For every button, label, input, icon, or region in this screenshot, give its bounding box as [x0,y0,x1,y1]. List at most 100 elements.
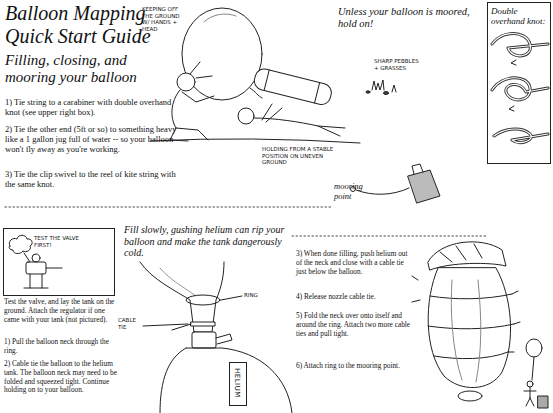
part-label: RING [244,292,274,299]
kneeling-person [182,92,214,102]
cable-tie [191,322,215,326]
hand [428,242,506,270]
step-text: 2) Cable tie the balloon to the helium t… [4,360,122,395]
tank-sketch [252,67,333,106]
knot-arrow [511,60,516,65]
moored-balloon-mini [526,339,542,357]
neck-bundle [428,294,514,359]
helium-tank [192,332,216,348]
mooring-jug [356,188,409,194]
knot-arrow [509,60,516,111]
step-text: 2) Tie the other end (5ft or so) to some… [5,124,185,155]
tank-sketch [264,70,320,103]
lying-person [238,108,254,124]
helium-tank [216,334,232,344]
hand [428,242,506,270]
knot-rope-core [492,34,548,143]
bundle-ring [458,391,482,401]
valve-sketch [32,254,40,262]
part-label: mooring point [334,182,374,202]
knot-rope [494,129,548,142]
hand [440,244,482,262]
balloon-neck [160,268,196,296]
cut-ties [412,276,420,302]
valve-cloud [9,235,32,253]
step-text: 6) Attach ring to the mooring point. [296,362,414,371]
step-text: 5) Fold the neck over onto itself and ar… [296,312,414,338]
ground-line [150,139,360,143]
inset-box: Double overhand knot: [487,2,551,164]
valve-cloud [24,253,30,262]
knot-rope [492,34,548,56]
neck-bundle [451,280,480,382]
mooring-jug [412,164,423,174]
knot-arrow [509,106,514,111]
moored-balloon-mini [527,381,533,387]
sketch-note: HOLDING FROM A STABLE POSITION ON UNEVEN… [262,146,344,166]
neck-bundle [428,268,520,388]
tank-label: HELIUM [229,362,247,406]
tank-sketch [252,67,333,106]
inset-box: TEST THE VALVE FIRST! [3,228,115,296]
tank-text: HELIUM [233,368,241,398]
balloon-neck [140,262,224,332]
knot-rope [492,34,548,143]
bundle-ring [458,391,482,401]
knot-rope-core [492,34,548,56]
section-divider [5,207,332,208]
step-text: 1) Tie string to a carabiner with double… [5,97,185,117]
mooring-jug [351,164,441,203]
helium-tank [160,332,292,413]
step-text: 1) Pull the balloon neck through the rin… [4,338,122,356]
ground-line [150,139,360,143]
helium-tank [160,348,292,413]
valve-sketch [24,254,62,288]
knot-rope [492,78,548,100]
neck-bundle [508,291,520,352]
knot-rope-core [494,129,548,142]
cable-tie [172,322,215,330]
leader-line [143,296,242,326]
balloon-sketch [204,14,236,22]
kneeling-person [177,73,195,91]
knot-rope-core [492,78,548,100]
leader-line [221,296,242,300]
grass-tufts [366,80,396,95]
balloon-neck [140,262,224,332]
moored-balloon-mini [538,396,548,408]
leader-line [143,324,188,326]
grass-tufts [366,91,370,93]
section-heading: Filling, closing, and mooring your ballo… [5,52,155,87]
step-text: 3) When done filling, push helium out of… [296,250,414,276]
sketch-note: KEEPING OFF THE GROUND W/ HANDS + HEAD [142,6,184,32]
lying-person [238,104,345,136]
sketch-note: SHARP PEBBLES + GRASSES [374,58,420,71]
mooring-jug [408,170,440,203]
valve-sketch [24,288,48,289]
kneeling-person [170,62,214,141]
neck-ring [186,295,220,305]
valve-sketch [26,262,46,274]
cut-ties [412,276,420,302]
grass-tufts [384,92,389,95]
kneeling-person [190,62,212,78]
warning-note: Unless your balloon is moored, hold on! [338,6,478,30]
warning-note: Fill slowly, gushing helium can rip your… [124,224,296,259]
moored-balloon-mini [532,357,534,380]
valve-sketch [30,268,62,288]
moored-balloon-mini [524,339,548,408]
section-divider [292,236,486,237]
lying-person [262,104,282,122]
grass-tufts [372,80,396,92]
step-text: 4) Release nozzle cable tie. [296,293,414,302]
box-heading: Double overhand knot: [491,6,549,27]
part-label: CABLE TIE [118,317,144,330]
tank-sketch [252,67,333,106]
speech-text: TEST THE VALVE FIRST! [34,235,82,248]
step-text: 3) Tie the clip swivel to the reel of ki… [5,169,185,189]
neck-ring [186,295,220,305]
step-text: Test the valve, and lay the tank on the … [4,298,122,324]
valve-cloud [9,235,32,262]
moored-balloon-mini [524,387,536,406]
